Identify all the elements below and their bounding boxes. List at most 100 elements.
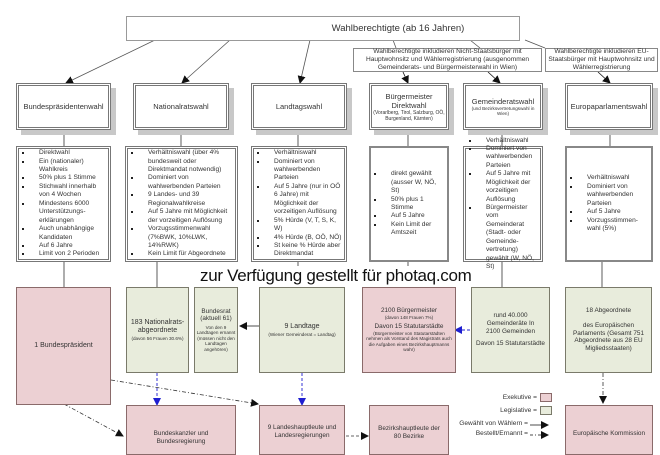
bundesrat-sub: Von den 9 Landtagen ernannt (müssen nich… <box>196 324 236 352</box>
arrow-bp-to-lh <box>110 379 259 407</box>
note-non-citizens: Wahlberechtigte inkludieren Nicht-Staats… <box>353 48 542 72</box>
election-title: Bundespräsidentenwahl <box>23 102 104 111</box>
feature-item: direkt gewählt (ausser W, NÖ, St) <box>374 170 445 195</box>
election-title: Europaparlamentswahl <box>570 102 648 111</box>
note-eu-citizens-text: Wahlberechtigte inkludieren EU-Staatsbür… <box>548 48 655 71</box>
nationalrat-label: 183 Nationalrats-abgeordnete <box>130 318 185 335</box>
election-title: Gemeinderatswahl <box>471 96 535 106</box>
legend-appointed: Bestellt/Ernannt = <box>450 430 528 437</box>
feature-item: Limit von 2 Perioden <box>22 250 106 258</box>
legend-elected: Gewählt von Wählern = <box>450 420 528 427</box>
feature-item: Dominiert von wahlwerbenden Parteien <box>131 174 233 191</box>
mayors-women: (davon 148 Frauen 7%) <box>384 314 434 320</box>
feature-item: Verhältniswahl <box>469 137 538 145</box>
features-nationalrat: Verhältniswahl (über 4% bundesweit oder … <box>125 146 238 262</box>
eligible-voters-box: Wahlberechtigte (ab 16 Jahren) <box>126 16 520 41</box>
bundesrat-label: Bundesrat (aktuell 61) <box>200 307 232 323</box>
body-nationalrat: 183 Nationalrats-abgeordnete (davon 56 F… <box>126 287 189 373</box>
eu-commission-label: Europäische Kommission <box>572 430 646 437</box>
legend-legislative-label: Legislative = <box>500 407 537 414</box>
feature-list: Verhältniswahl (über 4% bundesweit oder … <box>130 149 233 259</box>
feature-item: 9 Landes- und 39 Regionalwahlkreise <box>131 191 233 208</box>
feature-item: Kein Limit für Abgeordnete <box>131 250 233 258</box>
line-top-to-note1b <box>469 39 481 49</box>
exec-landesregierungen: 9 Landeshauptleute und Landesregierungen <box>259 405 345 455</box>
election-nationalrat: Nationalratswahl <box>133 83 229 130</box>
arrow-top-to-bp <box>65 39 156 84</box>
election-title: Bürgermeister Direktwahl <box>385 91 433 110</box>
note-non-citizens-text: Wahlberechtigte inkludieren Nicht-Staats… <box>365 48 530 71</box>
features-buergermeister: direkt gewählt (ausser W, NÖ, St) 50% pl… <box>369 146 449 262</box>
connector-lines <box>63 39 611 440</box>
feature-item: Verhältniswahl (über 4% bundesweit oder … <box>131 149 233 174</box>
exec-bundesregierung: Bundeskanzler und Bundesregierung <box>126 405 236 455</box>
legend-elected-label: Gewählt von Wählern = <box>459 420 528 427</box>
feature-item: Auch unabhängige Kandidaten <box>22 225 106 242</box>
election-subtitle: (Vorarlberg, Tirol, Salzburg, OÖ, Burgen… <box>373 109 445 122</box>
legend-legislative-swatch <box>540 406 552 415</box>
body-landtage: 9 Landtage (Wiener Gemeinderat = Landtag… <box>259 287 345 373</box>
election-title: Landtagswahl <box>275 102 323 111</box>
feature-item: Auf 6 Jahre <box>22 242 106 250</box>
feature-item: Verhältniswahl <box>257 149 342 157</box>
feature-item: Bürgermeister vom Gemeinderat (Stadt- od… <box>469 204 538 272</box>
arrow-bp-to-bk <box>63 403 124 437</box>
feature-item: Auf 5 Jahre <box>570 208 649 216</box>
feature-item: Dominiert von wahlwerbenden Parteien <box>257 158 342 183</box>
exec-bezirkshauptleute: Bezirkshauptleute der 80 Bezirke <box>369 405 449 455</box>
election-landtag: Landtagswahl <box>251 83 347 130</box>
election-bundespraesident: Bundespräsidentenwahl <box>16 83 111 130</box>
feature-item: Vorzugsstimmen-wahl (5%) <box>570 217 649 234</box>
body-buergermeister: 2100 Bürgermeister (davon 148 Frauen 7%)… <box>362 287 456 373</box>
election-subtitle: (und Bezirksvertretungswahl in Wien) <box>471 105 535 117</box>
legend-appointed-label: Bestellt/Ernannt = <box>475 430 528 437</box>
feature-list: direkt gewählt (ausser W, NÖ, St) 50% pl… <box>373 170 445 238</box>
feature-item: Direktwahl <box>22 149 106 157</box>
election-europaparlament: Europaparlamentswahl <box>565 83 653 130</box>
election-title: Nationalratswahl <box>153 102 209 111</box>
legend-executive: Exekutive = <box>503 393 552 402</box>
legend-legislative: Legislative = <box>500 406 552 415</box>
mayors-statutory-sub: (Bürgermeister von Statutarstädten nehme… <box>366 330 452 353</box>
landtage-label: 9 Landtage <box>284 322 320 330</box>
eu-sub: des Europäischen Parlaments (Gesamt 751 … <box>572 321 645 353</box>
feature-item: Kein Limit der Amtszeit <box>374 221 445 238</box>
arrow-note1-to-gr <box>487 71 501 84</box>
watermark-text: zur Verfügung gestellt für photaq.com <box>200 266 472 285</box>
line-top-to-note2 <box>524 39 546 49</box>
feature-item: Stichwahl innerhalb von 4 Wochen <box>22 183 106 200</box>
legend-executive-label: Exekutive = <box>502 394 537 401</box>
feature-item: Vorzugsstimmenwahl (7%BWK, 10%LWK, 14%RW… <box>131 225 233 250</box>
councils-statutory: Davon 15 Statutarstädte <box>476 340 545 348</box>
feature-item: Auf 5 Jahre (nur in OÖ 6 Jahre) mit Mögl… <box>257 182 341 216</box>
feature-item: Mindestens 6000 Unterstützungs-erklärung… <box>22 200 106 225</box>
election-buergermeister: Bürgermeister Direktwahl (Vorarlberg, Ti… <box>369 83 449 130</box>
feature-item: Auf 5 Jahre <box>374 212 445 220</box>
district-heads-label: Bezirkshauptleute der 80 Bezirke <box>378 425 440 440</box>
body-gemeinderaete: rund 40.000 Gemeinderäte In 2100 Gemeind… <box>471 287 550 373</box>
body-bundespraesident: 1 Bundespräsident <box>16 287 111 405</box>
feature-item: Verhältniswahl <box>570 174 649 182</box>
election-gemeinderat: Gemeinderatswahl (und Bezirksvertretungs… <box>463 83 543 130</box>
feature-item: Dominiert von wahlwerbenden Parteien <box>469 145 538 170</box>
line-top-to-note1 <box>392 39 397 49</box>
feature-item: Dominiert von wahlwerbenden Parteien <box>570 183 649 208</box>
state-govt-label: 9 Landeshauptleute und Landesregierungen <box>267 424 337 439</box>
feature-item: St keine % Hürde aber Direktmandat <box>257 241 341 258</box>
feature-item: Ein (nationaler) Wahlkreis <box>22 158 106 175</box>
arrow-note2-to-eu <box>597 71 611 84</box>
nationalrat-sub: (davon 56 Frauen 30.6%) <box>131 336 184 341</box>
feature-item: Auf 5 Jahre mit Möglichkeit der vorzeiti… <box>469 170 538 204</box>
arrow-top-to-nr <box>181 39 231 84</box>
feature-item: 5% Hürde (V, T, S, K, W) <box>257 217 342 234</box>
feature-item: 4% Hürde (B, OÖ, NÖ) <box>257 233 342 241</box>
exec-eu-kommission: Europäische Kommission <box>565 405 653 455</box>
eligible-voters-label: Wahlberechtigte (ab 16 Jahren) <box>331 23 465 34</box>
